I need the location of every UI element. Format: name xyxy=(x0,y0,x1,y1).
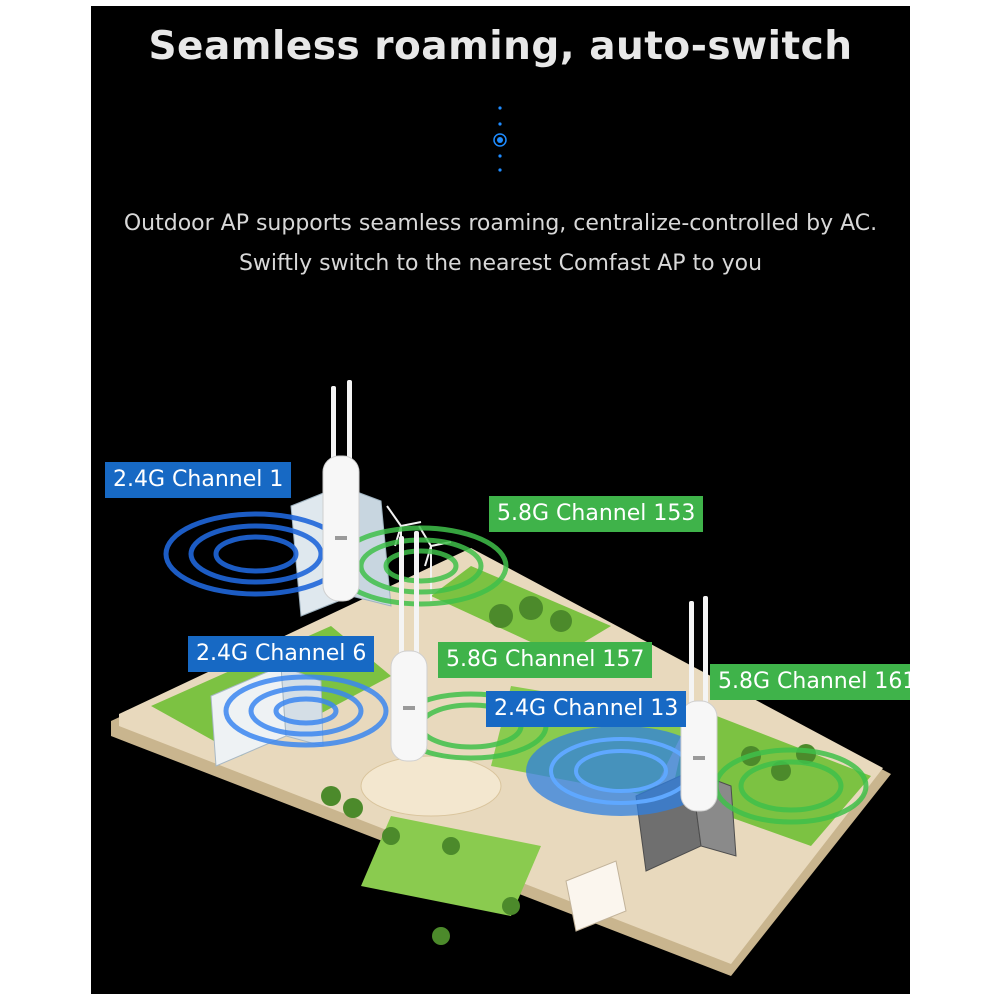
tree-icon xyxy=(321,596,816,945)
plaza xyxy=(360,755,502,817)
channel-label-ap3-24g: 2.4G Channel 13 xyxy=(486,691,687,727)
building-icon xyxy=(565,860,627,932)
access-point-icon xyxy=(680,596,718,812)
signal-wave-icon xyxy=(163,511,349,597)
signal-wave-icon xyxy=(223,674,389,748)
channel-label-ap1-58g: 5.8G Channel 153 xyxy=(489,496,704,532)
description-line-2: Swiftly switch to the nearest Comfast AP… xyxy=(238,251,763,276)
access-point-icon xyxy=(322,380,360,602)
channel-label-ap3-58g: 5.8G Channel 161 xyxy=(710,664,910,700)
channel-label-ap1-24g: 2.4G Channel 1 xyxy=(105,462,292,498)
grass-area xyxy=(361,816,541,916)
signal-wave-icon xyxy=(333,525,509,607)
access-point-icon xyxy=(390,531,428,762)
headline: Seamless roaming, auto-switch xyxy=(148,24,853,69)
banner-panel: Seamless roaming, auto-switch Outdoor AP… xyxy=(91,6,910,994)
channel-label-ap2-58g: 5.8G Channel 157 xyxy=(438,642,653,678)
description-line-1: Outdoor AP supports seamless roaming, ce… xyxy=(123,211,878,236)
description: Outdoor AP supports seamless roaming, ce… xyxy=(91,204,910,284)
progress-dots-icon xyxy=(493,106,507,172)
channel-label-ap2-24g: 2.4G Channel 6 xyxy=(188,636,375,672)
